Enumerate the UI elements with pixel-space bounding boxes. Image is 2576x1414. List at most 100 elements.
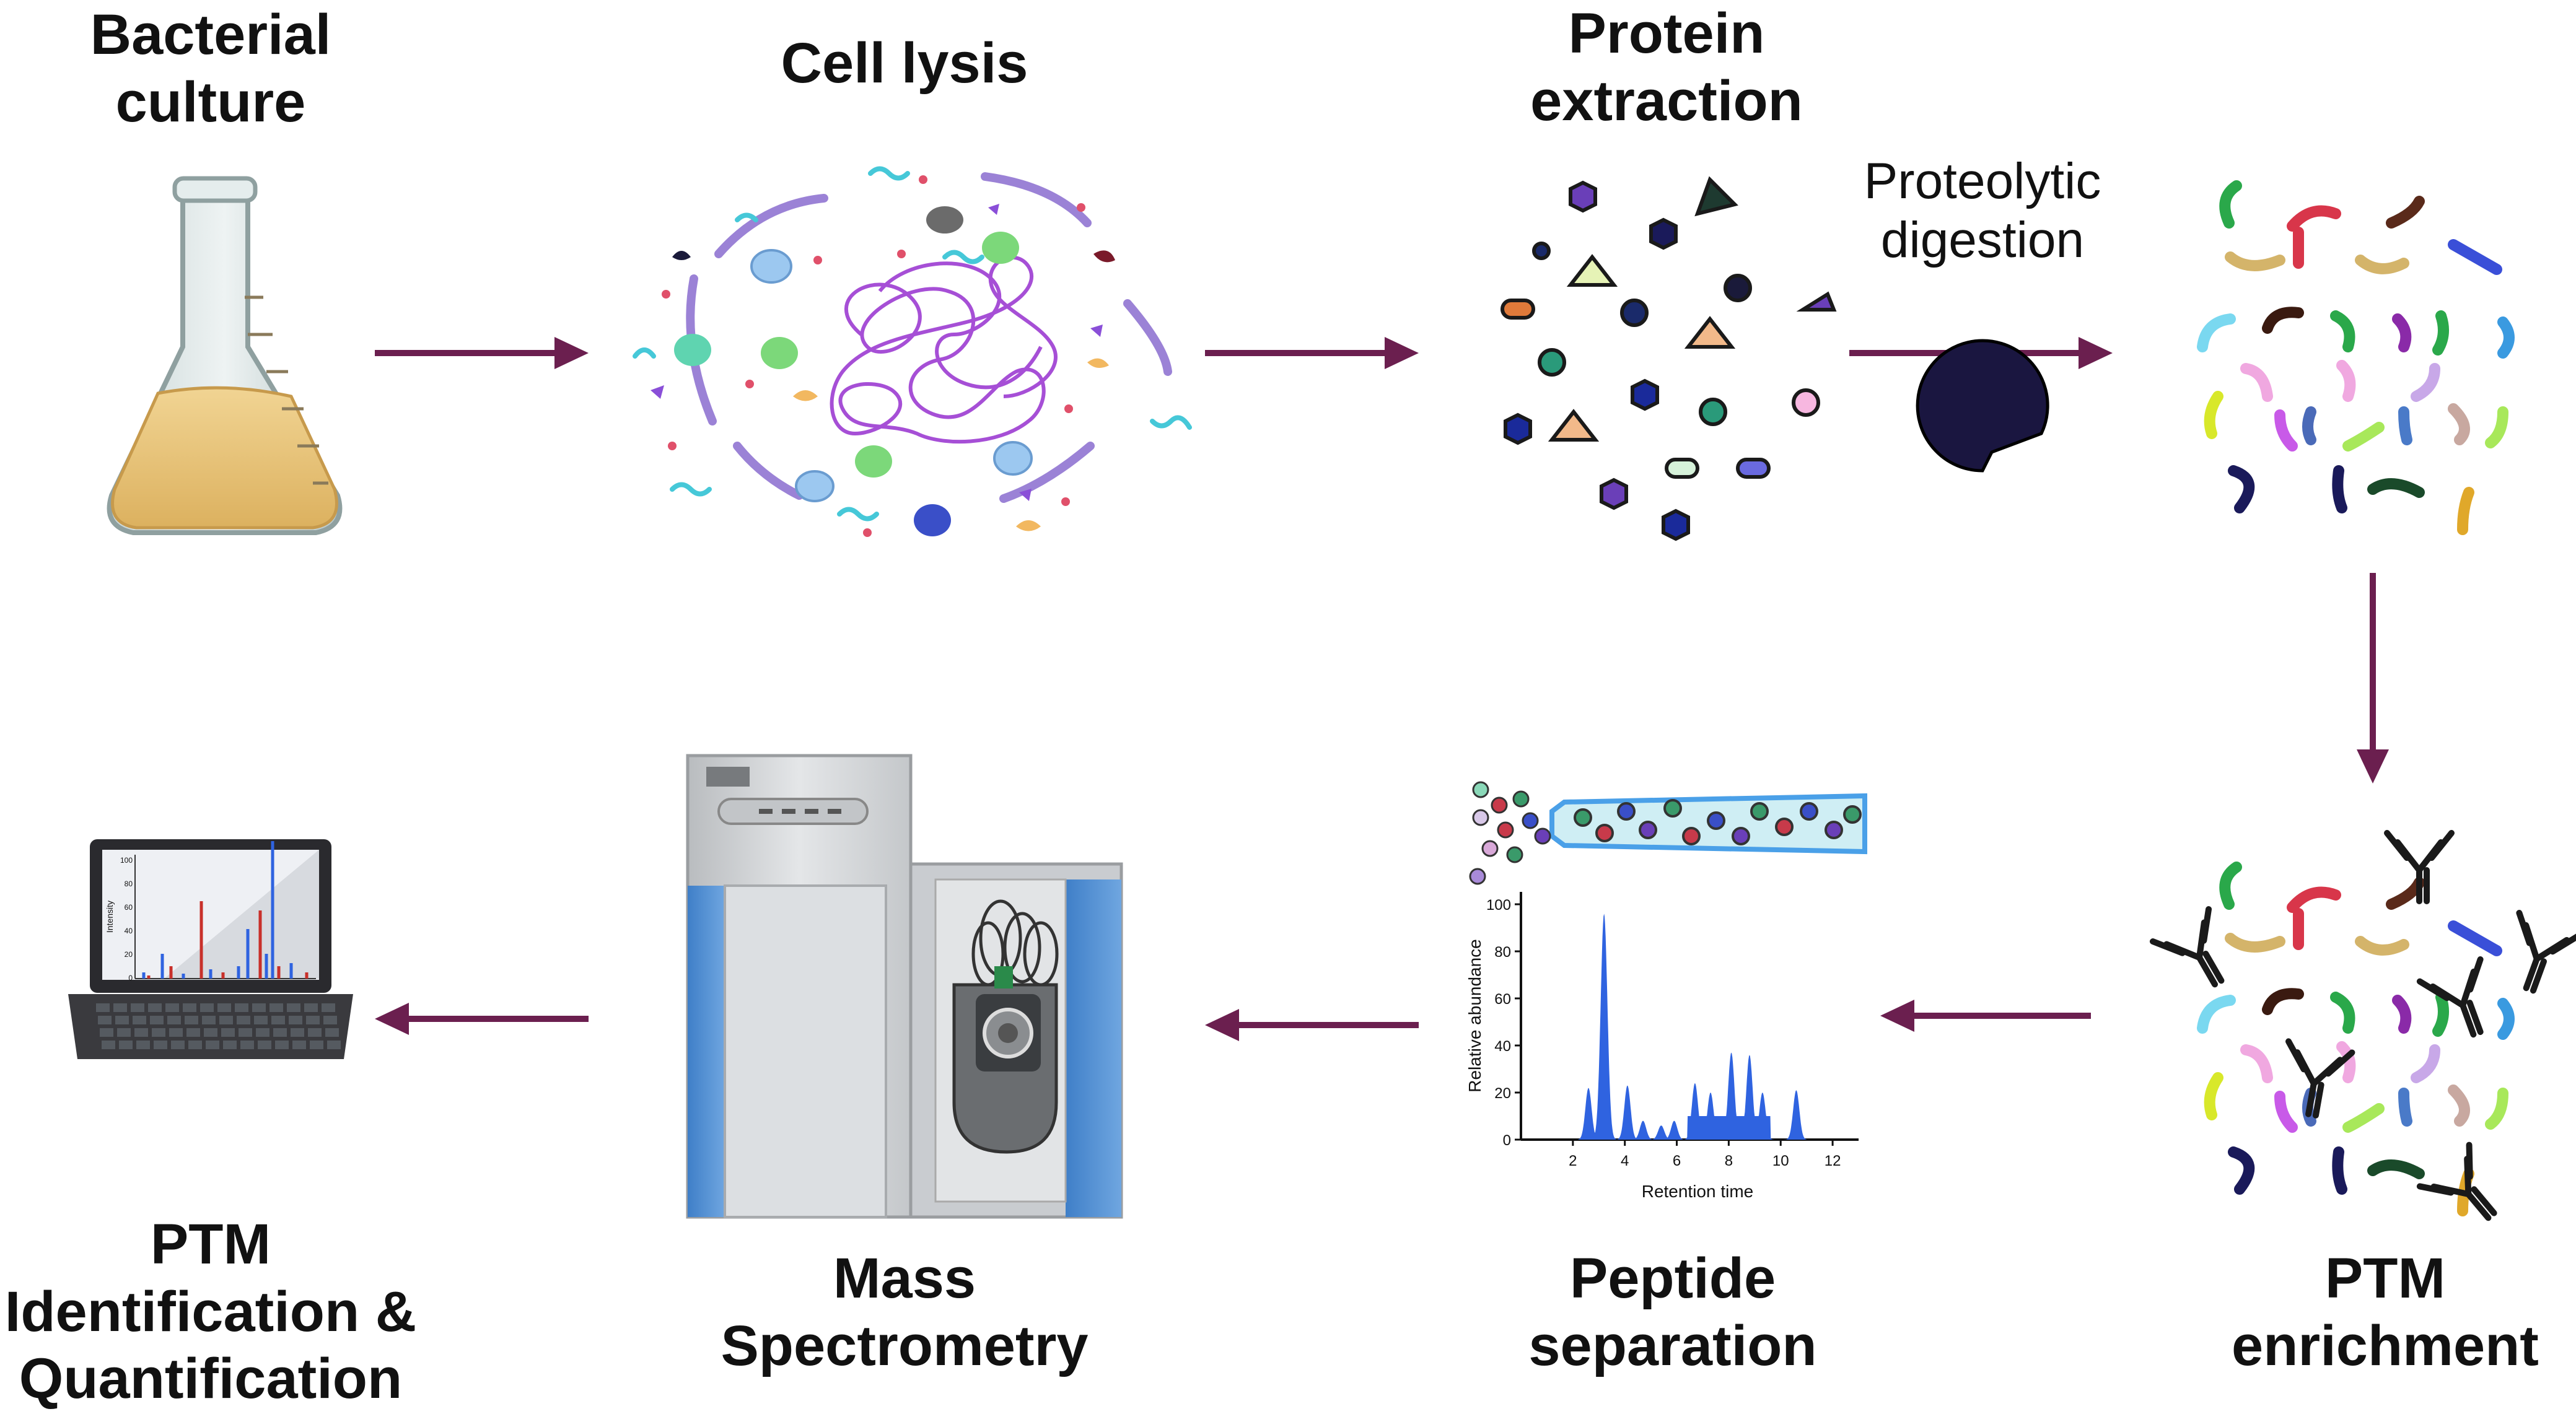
label-peptide-separation: Peptide separation [1499, 1245, 1846, 1379]
laptop-key [240, 1041, 254, 1049]
flow-arrow [2357, 573, 2389, 783]
lc-column-icon [1469, 781, 1867, 885]
enriched-peptides-icon [2197, 862, 2515, 1216]
spray-droplet [1472, 781, 1489, 798]
laptop-key [289, 1016, 302, 1024]
laptop-key [327, 1041, 341, 1049]
peptide-fragment [2197, 313, 2236, 352]
laptop-key [237, 1016, 250, 1024]
laptop-key [219, 1016, 233, 1024]
label-line: Quantification [19, 1347, 403, 1411]
flask-icon [107, 176, 343, 535]
laptop-key [98, 1016, 112, 1024]
peptide-fragment [2240, 1044, 2273, 1083]
dna-tangle [830, 255, 1058, 444]
mass-spectrometer-icon [686, 754, 1123, 1219]
laptop-key [292, 1041, 306, 1049]
laptop-key [113, 1003, 127, 1012]
laptop-key [100, 1028, 113, 1037]
laptop-key [308, 1028, 322, 1037]
antibody-icon [2285, 1038, 2355, 1119]
laptop-key [169, 1028, 183, 1037]
peptide-fragment [2330, 310, 2355, 352]
peptide-fragment [2302, 406, 2316, 445]
laptop-tick-label: 0 [128, 974, 133, 982]
label-mass-spectrometry: Mass Spectrometry [694, 1245, 1115, 1379]
cell-lysis-icon [633, 166, 1192, 537]
x-tick-label: 2 [1569, 1153, 1577, 1169]
flow-arrow [1205, 1009, 1419, 1041]
label-ptm-enrichment: PTM enrichment [2206, 1245, 2565, 1379]
peptide-fragment [2367, 478, 2425, 498]
laptop-key [117, 1028, 131, 1037]
peptide-fragment [2386, 877, 2425, 910]
column-bead [1617, 802, 1636, 821]
peptide-fragment [2355, 255, 2409, 274]
peptide-fragment [2411, 1044, 2440, 1083]
label-line: Mass [833, 1247, 976, 1310]
x-tick-label: 12 [1825, 1153, 1841, 1169]
peptide-fragment [2448, 403, 2470, 445]
y-tick-label: 40 [1494, 1038, 1511, 1055]
small-triangles [651, 204, 1103, 501]
laptop-key [119, 1041, 133, 1049]
peptide-fragment [2432, 992, 2449, 1037]
column-bead [1639, 821, 1657, 839]
column-bead [1825, 821, 1843, 839]
peptides-icon [2197, 180, 2515, 535]
peptide-fragment [2497, 998, 2515, 1040]
peptide-fragment [2367, 1159, 2425, 1179]
protease-icon [1916, 339, 2049, 473]
label-line: Spectrometry [721, 1314, 1089, 1377]
laptop-key [96, 1003, 110, 1012]
peptide-fragment [2355, 936, 2409, 956]
x-tick-label: 4 [1621, 1153, 1629, 1169]
peptide-fragment [2330, 992, 2355, 1034]
y-tick-label: 0 [1503, 1132, 1511, 1149]
peptide-fragment [2342, 422, 2385, 452]
laptop-key [102, 1041, 115, 1049]
laptop-key [239, 1028, 252, 1037]
peptide-fragment [2228, 465, 2255, 513]
peptide-fragment [2287, 205, 2341, 232]
peptide-fragment [2398, 1088, 2412, 1127]
flow-arrow [375, 1003, 589, 1035]
peptide-fragment [2262, 307, 2304, 334]
label-line: PTM [150, 1213, 271, 1276]
label-line: Bacterial [90, 3, 331, 66]
label-line: Identification & [4, 1280, 417, 1343]
spray-droplet [1506, 846, 1523, 863]
label-line: enrichment [2232, 1314, 2539, 1377]
label-line: Cell lysis [781, 32, 1028, 95]
laptop-key [304, 1003, 318, 1012]
x-tick-label: 6 [1673, 1153, 1681, 1169]
peptide-fragment [2448, 239, 2502, 275]
antibody-icon [2149, 906, 2225, 988]
laptop-key [150, 1016, 164, 1024]
laptop-key [165, 1003, 179, 1012]
peptide-fragment [2342, 1103, 2385, 1133]
label-line: Proteolytic [1864, 153, 2101, 209]
peptide-fragment [2287, 886, 2341, 913]
laptop-key [133, 1016, 146, 1024]
peptide-fragment [2411, 363, 2440, 402]
laptop-key [306, 1016, 320, 1024]
column-bead [1682, 827, 1701, 845]
peptide-fragment [2485, 1088, 2508, 1130]
peptide-fragment [2497, 316, 2515, 359]
chart-x-label: Retention time [1642, 1182, 1754, 1201]
laptop-key [131, 1003, 144, 1012]
antibody-icon [2416, 1141, 2497, 1221]
peptide-fragment [2392, 995, 2412, 1034]
peptide-fragment [2336, 360, 2356, 402]
laptop-key [310, 1041, 323, 1049]
laptop-key [217, 1003, 231, 1012]
laptop-key [167, 1016, 181, 1024]
x-tick-label: 10 [1772, 1153, 1789, 1169]
small-dots [662, 175, 1085, 537]
peptide-fragment [2336, 1041, 2356, 1083]
spray-droplet [1472, 809, 1489, 826]
laptop-key [134, 1028, 148, 1037]
